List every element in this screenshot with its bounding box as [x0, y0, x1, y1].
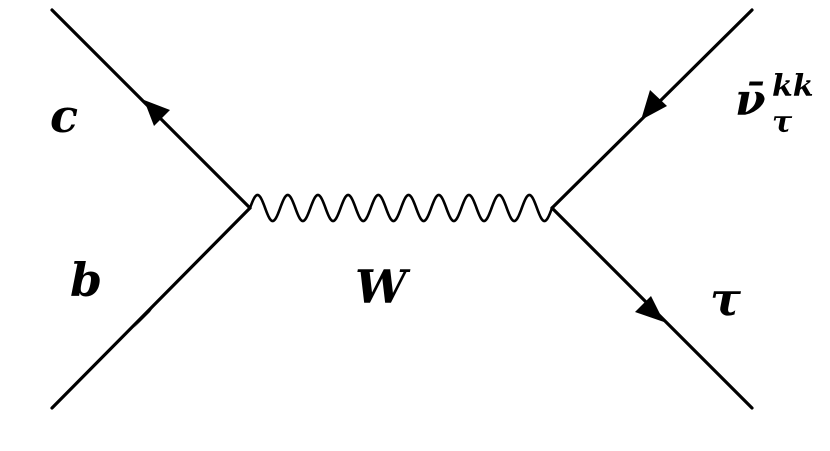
w-boson-propagator [248, 193, 554, 223]
c-line-arrow-icon [144, 100, 170, 126]
label-c: c [50, 89, 78, 143]
label-w: W [355, 260, 411, 314]
label-antineutrino-sup: kk [772, 69, 814, 104]
label-antineutrino: ν̄ [735, 75, 766, 126]
b-line-arrow-icon [134, 298, 160, 328]
label-antineutrino-sub: τ [772, 105, 793, 140]
label-b: b [70, 253, 102, 307]
b-quark-line [50, 206, 252, 410]
tau-arrow-icon [635, 296, 664, 322]
antineutrino-arrow-icon [641, 90, 667, 120]
label-tau: τ [710, 272, 741, 326]
